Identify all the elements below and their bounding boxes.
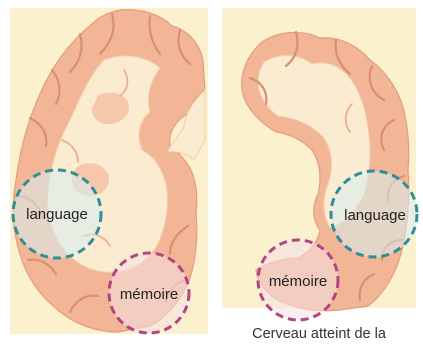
healthy-brain-panel: language mémoire bbox=[10, 8, 208, 334]
affected-brain-panel: language mémoire Cerveau atteint de la bbox=[222, 8, 417, 342]
affected-memory-label: mémoire bbox=[269, 273, 327, 290]
affected-brain-caption: Cerveau atteint de la bbox=[252, 326, 387, 342]
healthy-memory-label: mémoire bbox=[120, 286, 178, 303]
panel-divider bbox=[213, 0, 220, 345]
affected-language-label: language bbox=[344, 207, 406, 224]
healthy-language-label: language bbox=[26, 206, 88, 223]
